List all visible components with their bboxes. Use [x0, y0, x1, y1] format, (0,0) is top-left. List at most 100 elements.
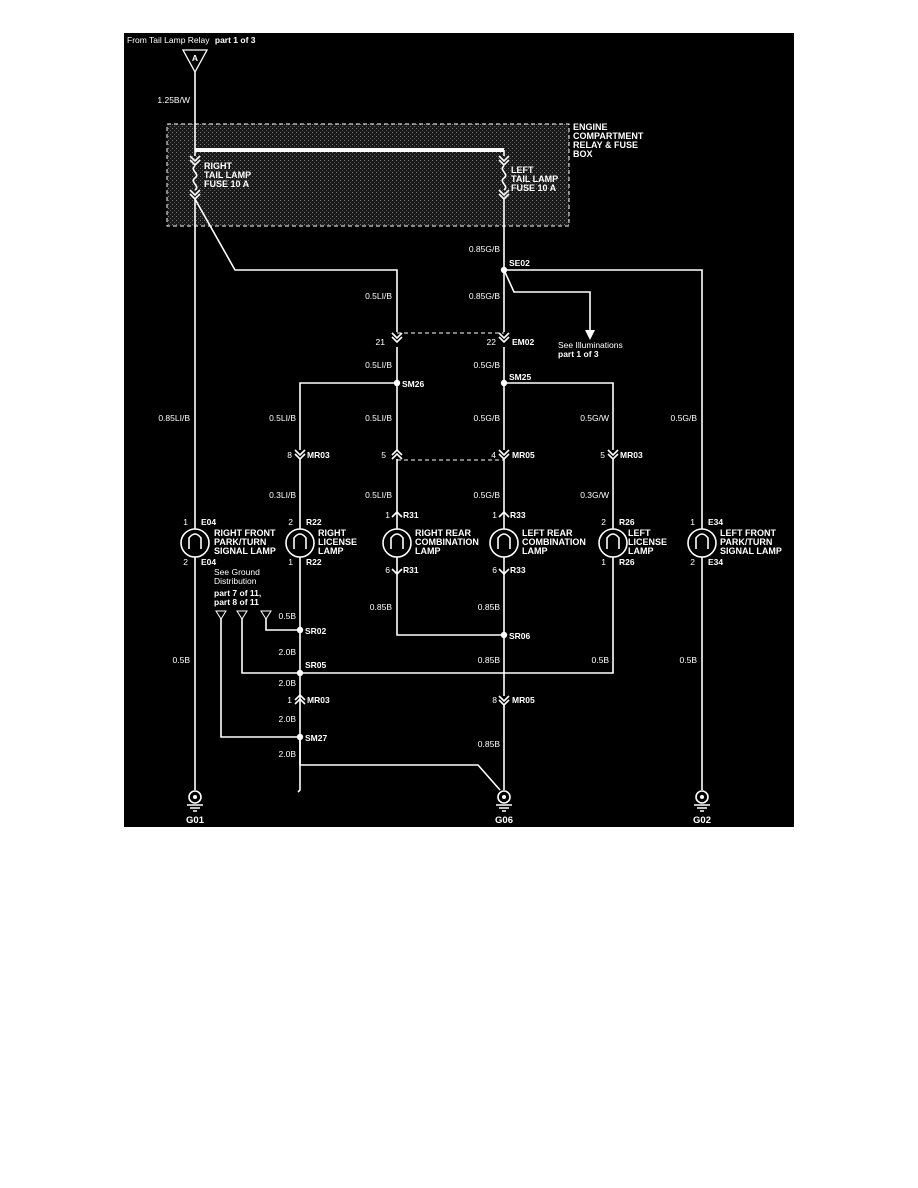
connector-mr03b-label: MR03 [620, 450, 643, 460]
r33-conn-bot: R33 [510, 565, 526, 575]
wire-sm25 [300, 382, 614, 674]
r26-conn-bot: R26 [619, 557, 635, 567]
r33-label-1: LEFT REAR [522, 528, 573, 538]
wire-label-24: 0.5B [680, 655, 698, 665]
fuse-box-label-1: ENGINE [573, 122, 608, 132]
wire-label-4: 0.85G/B [469, 291, 501, 301]
fuse-box-label-3: RELAY & FUSE [573, 140, 638, 150]
e34-label-3: SIGNAL LAMP [720, 546, 782, 556]
pin-22-label: 22 [487, 337, 497, 347]
wire-label-10: 0.5G/B [474, 413, 501, 423]
pin-mr05a: 4 [491, 450, 496, 460]
ground-g06-icon [496, 790, 512, 812]
wire-label-25: 2.0B [279, 678, 297, 688]
e34-label-2: PARK/TURN [720, 537, 772, 547]
connector-mr03a-label: MR03 [307, 450, 330, 460]
e34-conn-top: E34 [708, 517, 723, 527]
r31-conn-top: R31 [403, 510, 419, 520]
wire-to-21 [194, 198, 398, 332]
e04-conn-bot: E04 [201, 557, 216, 567]
lamp-e34-icon [687, 528, 717, 558]
splice-dots [296, 266, 508, 741]
wire-sm27-ref [220, 618, 300, 738]
pin-5-label: 5 [381, 450, 386, 460]
lamp-r26-icon [598, 528, 628, 558]
wire-label-6: 0.5G/B [474, 360, 501, 370]
ground-g02-icon [694, 790, 710, 812]
ground-g02-label: G02 [693, 815, 711, 826]
r33-pin-top: 1 [492, 510, 497, 520]
r26-pin-bot: 1 [601, 557, 606, 567]
wire-label-9: 0.5LI/B [365, 413, 392, 423]
wire-sr05-ref [241, 618, 300, 674]
r22-conn-top: R22 [306, 517, 322, 527]
connector-a-label: A [192, 53, 198, 63]
connector-mr05a-label: MR05 [512, 450, 535, 460]
e34-pin-top: 1 [690, 517, 695, 527]
wire-label-1: 1.25B/W [157, 95, 190, 105]
splice-se02-label: SE02 [509, 258, 530, 268]
wire-label-18: 0.85B [478, 602, 501, 612]
lamp-r31-icon [382, 528, 412, 558]
wire-label-17: 0.85B [370, 602, 393, 612]
wire-label-21: 2.0B [279, 647, 297, 657]
pin-mr05b: 8 [492, 695, 497, 705]
r22-label-3: LAMP [318, 546, 344, 556]
wire-label-3: 0.5LI/B [365, 291, 392, 301]
r26-label-2: LICENSE [628, 537, 667, 547]
splice-sr06-label: SR06 [509, 631, 531, 641]
illum-ref-2: part 1 of 3 [558, 349, 599, 359]
wire-se02-e34 [504, 269, 703, 790]
pin-mr03c: 1 [287, 695, 292, 705]
wire-label-23: 0.5B [592, 655, 610, 665]
splice-sr02-label: SR02 [305, 626, 327, 636]
wire-label-16: 0.3G/W [580, 490, 609, 500]
e34-pin-bot: 2 [690, 557, 695, 567]
ground-g01-label: G01 [186, 815, 205, 826]
connector-mr05b-label: MR05 [512, 695, 535, 705]
ground-g01-icon [187, 790, 203, 812]
ground-ref-arrow-3-icon [260, 610, 272, 620]
source-part: part 1 of 3 [215, 35, 256, 45]
r31-label-2: COMBINATION [415, 537, 479, 547]
wire-label-7: 0.85LI/B [158, 413, 190, 423]
connector-em02-label: EM02 [512, 337, 534, 347]
wire-label-5: 0.5LI/B [365, 360, 392, 370]
e04-label-2: PARK/TURN [214, 537, 266, 547]
splice-sm25-label: SM25 [509, 372, 531, 382]
splice-sr05-label: SR05 [305, 660, 327, 670]
wire-illum [503, 269, 591, 330]
lamp-r22-icon [285, 528, 315, 558]
ground-ref-1: See Ground [214, 567, 260, 577]
r31-pin-bot: 6 [385, 565, 390, 575]
r31-label-1: RIGHT REAR [415, 528, 472, 538]
e34-label-1: LEFT FRONT [720, 528, 776, 538]
fuse-box-label-2: COMPARTMENT [573, 131, 644, 141]
wire-label-19: 0.5B [279, 611, 297, 621]
ground-ref-3: part 7 of 11, [214, 588, 261, 598]
illum-arrow-icon [585, 330, 595, 340]
r31-conn-bot: R31 [403, 565, 419, 575]
wire-label-15: 0.5G/B [474, 490, 501, 500]
r33-label-2: COMBINATION [522, 537, 586, 547]
wire-label-11: 0.5G/W [580, 413, 609, 423]
ground-g06-label: G06 [495, 815, 513, 826]
splice-sm27-label: SM27 [305, 733, 327, 743]
r26-label-3: LAMP [628, 546, 654, 556]
left-fuse-label-2: TAIL LAMP [511, 174, 558, 184]
ground-ref-arrow-2-icon [236, 610, 248, 620]
r22-label-1: RIGHT [318, 528, 347, 538]
illum-ref-1: See Illuminations [558, 340, 623, 350]
wire-sm26 [297, 382, 397, 793]
r22-pin-top: 2 [288, 517, 293, 527]
e34-conn-bot: E34 [708, 557, 723, 567]
r33-pin-bot: 6 [492, 565, 497, 575]
r22-label-2: LICENSE [318, 537, 357, 547]
right-fuse-label-2: TAIL LAMP [204, 170, 251, 180]
left-fuse-label-3: FUSE 10 A [511, 183, 557, 193]
e04-conn-top: E04 [201, 517, 216, 527]
pin-mr03a: 8 [287, 450, 292, 460]
r22-pin-bot: 1 [288, 557, 293, 567]
wire-label-20: 0.5B [173, 655, 191, 665]
